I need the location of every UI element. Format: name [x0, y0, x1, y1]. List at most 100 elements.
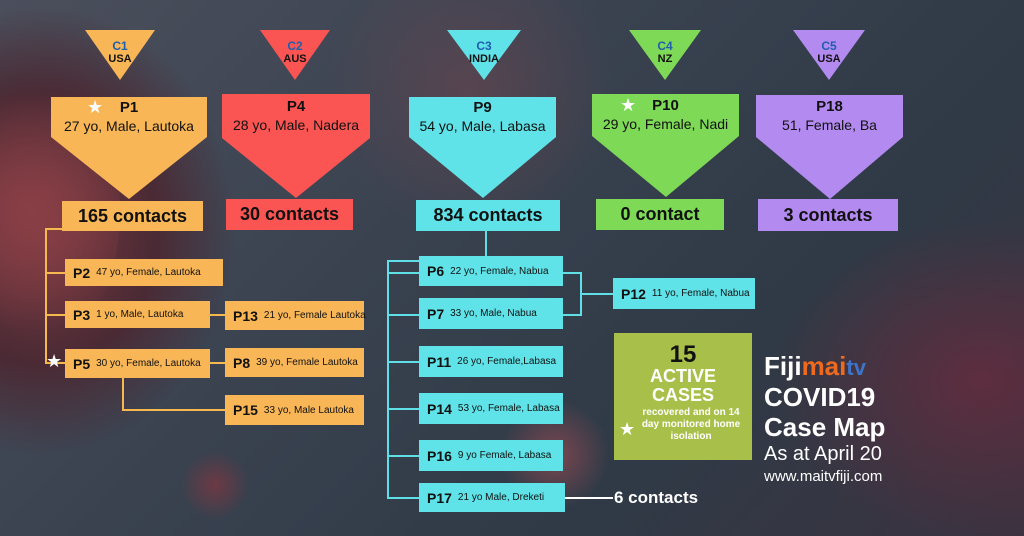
- case-p2: P2 47 yo, Female, Lautoka: [65, 259, 223, 286]
- tree-line: [387, 497, 419, 499]
- cluster-c4-header-triangle: [629, 30, 701, 80]
- cluster-c5-header-triangle: [793, 30, 865, 80]
- cluster-c2-label: C2 AUS: [260, 40, 330, 66]
- case-p16-info: 9 yo Female, Labasa: [457, 450, 552, 461]
- active-cases-panel: 15 ACTIVE CASES recovered and on 14 day …: [614, 333, 752, 460]
- cluster-c2-case-box: [222, 94, 370, 138]
- case-p8-id: P8: [233, 354, 251, 371]
- cluster-c5-country: USA: [817, 53, 841, 65]
- cluster-c5-arrow: [756, 137, 903, 199]
- cluster-c2-code: C2: [287, 39, 303, 53]
- tree-line: [387, 361, 419, 363]
- case-p14-id: P14: [427, 400, 452, 417]
- case-p15-id: P15: [233, 402, 258, 418]
- case-p10-info: 29 yo, Female, Nadi: [602, 116, 729, 132]
- case-p18-id: P18: [816, 98, 843, 115]
- case-p18-info: 51, Female, Ba: [782, 117, 877, 133]
- brand-title-line2: Case Map: [764, 412, 886, 442]
- brand-logo-tv: tv: [846, 355, 866, 380]
- tree-line: [563, 272, 581, 274]
- case-p11-id: P11: [427, 353, 452, 370]
- active-cases-count: 15: [669, 341, 697, 368]
- star-icon: ★: [46, 351, 63, 371]
- cluster-c1-case: P1 27 yo, Male, Lautoka: [51, 99, 207, 135]
- case-p9-id: P9: [473, 99, 492, 116]
- case-p4-id: P4: [286, 98, 306, 115]
- case-p9-info: 54 yo, Male, Labasa: [419, 118, 546, 134]
- tree-line: [45, 228, 65, 230]
- case-p12-info: 11 yo, Female, Nabua: [651, 288, 750, 299]
- tree-line: [565, 497, 613, 499]
- cluster-c4-case: P10 29 yo, Female, Nadi: [592, 97, 739, 133]
- tree-line: [122, 378, 124, 410]
- case-p16-id: P16: [427, 447, 452, 464]
- case-p12: P12 11 yo, Female, Nabua: [613, 278, 755, 309]
- case-p13: P13 21 yo, Female Lautoka: [225, 301, 366, 330]
- star-icon: ★: [619, 419, 636, 439]
- case-p11: P11 26 yo, Female,Labasa: [419, 346, 563, 377]
- case-p10-id: P10: [652, 97, 679, 114]
- tree-line: [45, 228, 47, 364]
- case-p3: P3 1 yo, Male, Lautoka: [65, 301, 210, 328]
- cluster-c4-code: C4: [657, 39, 673, 53]
- case-p13-id: P13: [233, 307, 258, 324]
- tree-line: [580, 293, 613, 295]
- cluster-c3-code: C3: [476, 39, 492, 53]
- cluster-c1-arrow: [51, 137, 207, 199]
- case-p14-info: 53 yo, Female, Labasa: [457, 403, 560, 414]
- tree-line: [387, 314, 419, 316]
- brand-title-line1: COVID19: [764, 382, 876, 412]
- case-p11-info: 26 yo, Female,Labasa: [457, 356, 557, 367]
- case-p8-info: 39 yo, Female Lautoka: [256, 357, 358, 368]
- case-p3-id: P3: [73, 306, 91, 323]
- tree-line: [387, 455, 419, 457]
- tree-line: [387, 260, 389, 498]
- case-p2-id: P2: [73, 264, 91, 281]
- brand-logo: Fijimaitv: [764, 352, 934, 382]
- cluster-c4-case-box: [592, 94, 739, 136]
- cluster-c3-case: P9 54 yo, Male, Labasa: [409, 99, 556, 135]
- cluster-c5-code: C5: [821, 39, 837, 53]
- case-p5: P5 30 yo, Female, Lautoka: [65, 349, 210, 378]
- active-cases-line2: CASES: [651, 385, 714, 405]
- cluster-c3-arrow: [409, 137, 556, 198]
- case-p5-id: P5: [73, 355, 91, 372]
- cluster-c5-case: P18 51, Female, Ba: [756, 98, 903, 134]
- cluster-c2-contacts: 30 contacts: [226, 199, 353, 230]
- cluster-c2-country: AUS: [283, 53, 307, 65]
- case-p15-info: 33 yo, Male Lautoka: [263, 404, 354, 416]
- cluster-c2-arrow: [222, 138, 370, 198]
- cluster-c2-header-triangle: [260, 30, 330, 80]
- tree-line: [45, 314, 65, 316]
- cluster-c4-country: NZ: [657, 53, 673, 65]
- case-p6-id: P6: [427, 263, 445, 279]
- case-p4-info: 28 yo, Male, Nadera: [232, 117, 360, 133]
- cluster-c3-contacts: 834 contacts: [416, 200, 560, 231]
- case-p12-id: P12: [621, 285, 646, 302]
- star-icon: ★: [620, 95, 637, 115]
- p17-contacts-label: 6 contacts: [614, 488, 699, 507]
- brand-logo-mai: mai: [801, 351, 847, 381]
- cluster-c4-arrow: [592, 136, 739, 197]
- cluster-c3-case-box: [409, 97, 556, 137]
- case-p2-info: 47 yo, Female, Lautoka: [96, 267, 201, 278]
- cluster-c2-case: P4 28 yo, Male, Nadera: [222, 98, 370, 134]
- cluster-c5-label: C5 USA: [793, 40, 865, 66]
- star-icon: ★: [87, 97, 104, 117]
- cluster-c1-case-box: [51, 97, 207, 137]
- case-p13-info: 21 yo, Female Lautoka: [263, 310, 366, 321]
- case-p7-id: P7: [427, 305, 445, 322]
- tree-line: [563, 314, 581, 316]
- tree-line: [387, 272, 419, 274]
- cluster-c1-header-triangle: [85, 30, 155, 80]
- brand-block: Fijimaitv COVID19 Case Map As at April 2…: [764, 352, 934, 488]
- brand-date: As at April 20: [764, 443, 882, 465]
- case-p15: P15 33 yo, Male Lautoka: [225, 395, 364, 425]
- tree-line: [485, 229, 487, 261]
- cluster-c1-country: USA: [108, 53, 132, 65]
- case-p3-info: 1 yo, Male, Lautoka: [96, 309, 184, 320]
- case-p7: P7 33 yo, Male, Nabua: [419, 298, 563, 329]
- tree-line: [122, 409, 225, 411]
- cluster-c3-header-triangle: [447, 30, 521, 80]
- case-p6: P6 22 yo, Female, Nabua: [419, 256, 563, 286]
